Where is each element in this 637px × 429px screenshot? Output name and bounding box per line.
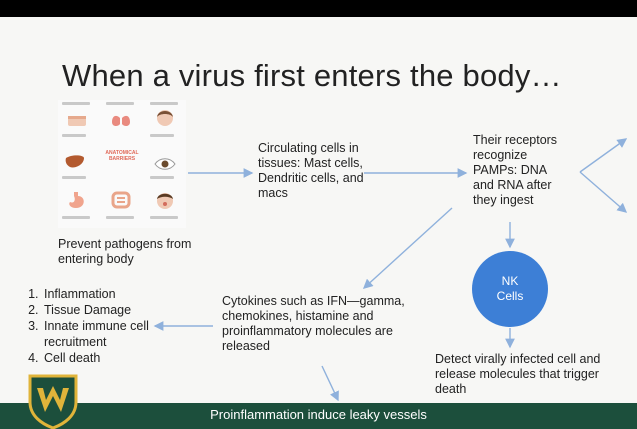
eye-icon <box>154 158 176 170</box>
arrow-receptors-down-right <box>579 171 628 213</box>
effect-item: Tissue Damage <box>42 302 202 318</box>
head-icon <box>157 110 173 126</box>
lungs-icon <box>112 110 130 127</box>
cytokines-text: Cytokines such as IFN—gamma, chemokines,… <box>222 294 405 353</box>
window-top-bar <box>0 0 637 17</box>
arrow-cytokines-to-footer <box>321 365 339 402</box>
nk-cells-node: NK Cells <box>472 251 548 327</box>
effect-item: Inflammation <box>42 286 202 302</box>
footer-text: Proinflammation induce leaky vessels <box>210 407 427 422</box>
skin-icon <box>68 116 86 126</box>
barriers-caption: Prevent pathogens from entering body <box>58 237 192 266</box>
arrow-receptors-up-right <box>579 138 628 173</box>
effect-item: Cell death <box>42 350 202 366</box>
circulating-cells-text: Circulating cells in tissues: Mast cells… <box>258 141 364 200</box>
nk-cells-label-line2: Cells <box>496 289 524 303</box>
nk-action-text: Detect virally infected cell and release… <box>435 352 601 396</box>
nk-cells-label-line1: NK <box>501 274 519 288</box>
university-shield-logo-icon <box>28 374 78 429</box>
receptors-text: Their receptors recognize PAMPs: DNA and… <box>473 133 558 207</box>
effect-item: Innate immune cell recruitment <box>42 318 202 350</box>
effects-list: Inflammation Tissue Damage Innate immune… <box>14 286 202 366</box>
anatomical-barriers-image: ANATOMICAL BARRIERS <box>58 100 186 228</box>
stomach-icon <box>69 192 84 208</box>
liver-icon <box>65 155 84 168</box>
footer-bar <box>0 403 637 429</box>
face-icon <box>157 193 173 209</box>
barriers-center-label: ANATOMICAL BARRIERS <box>105 150 139 162</box>
intestine-icon <box>111 191 131 209</box>
slide-title: When a virus first enters the body… <box>62 58 562 93</box>
arrow-receptors-to-cytokines <box>362 207 453 289</box>
